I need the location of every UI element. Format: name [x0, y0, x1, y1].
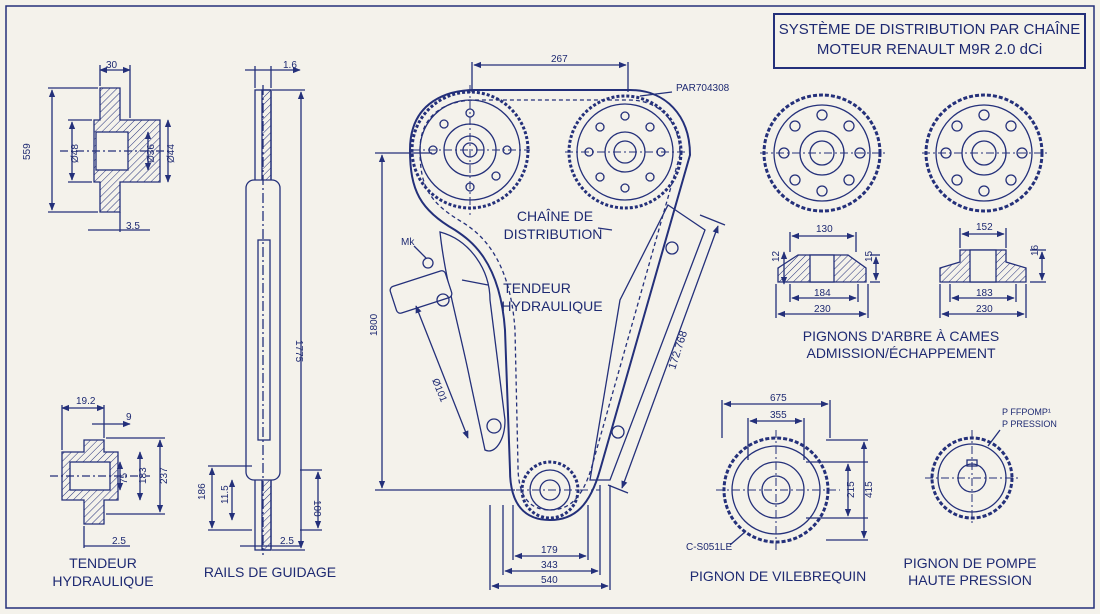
label-vilebrequin: PIGNON DE VILEBREQUIN: [690, 568, 867, 584]
dim-355: 355: [770, 410, 787, 421]
label-chaine-2: DISTRIBUTION: [504, 226, 603, 242]
label-tendeur-center-2: HYDRAULIQUE: [501, 298, 602, 314]
crank-sprocket: [716, 400, 868, 550]
dim-172-768: 172.768: [666, 329, 690, 371]
dim-12: 12: [771, 250, 782, 262]
dim-100: 100: [311, 500, 322, 517]
camshaft-sprockets: [760, 93, 1048, 318]
tensioner-bottom-view: [50, 404, 165, 548]
dim-2-5-right: 2.5: [280, 536, 294, 547]
dim-343: 343: [541, 560, 558, 571]
dim-19-2: 19.2: [76, 396, 96, 407]
title-line-1: SYSTÈME DE DISTRIBUTION PAR CHAÎNE: [778, 21, 1081, 38]
dim-230-right: 230: [976, 304, 993, 315]
pump-ref-1: P FFPOMP¹: [1002, 407, 1051, 417]
dim-184: 184: [814, 288, 831, 299]
dim-d44: Ø44: [166, 144, 177, 163]
dim-237: 237: [159, 467, 170, 484]
dim-1-6: 1.6: [283, 60, 297, 71]
dim-415: 415: [864, 481, 875, 498]
dim-559: 559: [22, 143, 33, 160]
label-chaine-1: CHAÎNE DE: [517, 208, 593, 224]
dim-9: 9: [126, 412, 132, 423]
dim-2-5-left: 2.5: [112, 536, 126, 547]
title-block: SYSTÈME DE DISTRIBUTION PAR CHAÎNE MOTEU…: [773, 13, 1086, 69]
dim-11-5: 11.5: [220, 485, 231, 504]
mk-label: Mk: [401, 237, 415, 248]
dim-75: 75: [119, 472, 130, 484]
sheet-border: [5, 5, 1095, 609]
dim-3-5: 3.5: [126, 221, 140, 232]
label-tendeur-center-1: TENDEUR: [503, 280, 571, 296]
dim-d48: Ø48: [70, 144, 81, 163]
label-pompe-2: HAUTE PRESSION: [908, 572, 1032, 588]
pump-ref-2: P PRESSION: [1002, 419, 1057, 429]
dim-15: 15: [864, 250, 875, 262]
dim-186: 186: [197, 483, 208, 500]
label-tendeur-left-2: HYDRAULIQUE: [52, 573, 153, 589]
dim-30: 30: [106, 60, 118, 71]
dim-675: 675: [770, 393, 787, 404]
dim-130: 130: [816, 224, 833, 235]
dim-1800: 1800: [369, 313, 380, 336]
dim-152: 152: [976, 222, 993, 233]
label-rails: RAILS DE GUIDAGE: [204, 564, 336, 580]
title-line-2: MOTEUR RENAULT M9R 2.0 dCi: [816, 41, 1043, 58]
dim-540: 540: [541, 575, 558, 586]
guide-rail-drawing: [208, 66, 322, 555]
dim-183-right: 183: [976, 288, 993, 299]
label-pignons-2: ADMISSION/ÉCHAPPEMENT: [806, 345, 995, 361]
label-tendeur-left-1: TENDEUR: [69, 555, 137, 571]
chain-assembly: [375, 61, 726, 590]
dim-16: 16: [1030, 244, 1041, 256]
dim-179: 179: [541, 545, 558, 556]
dim-d36: Ø36: [146, 144, 157, 163]
label-pompe-1: PIGNON DE POMPE: [903, 555, 1036, 571]
label-pignons-1: PIGNONS D'ARBRE À CAMES: [803, 328, 999, 344]
dim-183-left: 183: [138, 467, 149, 484]
dim-230-left: 230: [814, 304, 831, 315]
tensioner-top-view: [48, 65, 172, 232]
dim-1775: 1775: [293, 340, 304, 363]
dim-267: 267: [551, 54, 568, 65]
pump-sprocket: [925, 429, 1020, 526]
crank-ref: C-S051LE: [686, 542, 732, 553]
part-ref: PAR704308: [676, 83, 730, 94]
dim-215: 215: [846, 481, 857, 498]
